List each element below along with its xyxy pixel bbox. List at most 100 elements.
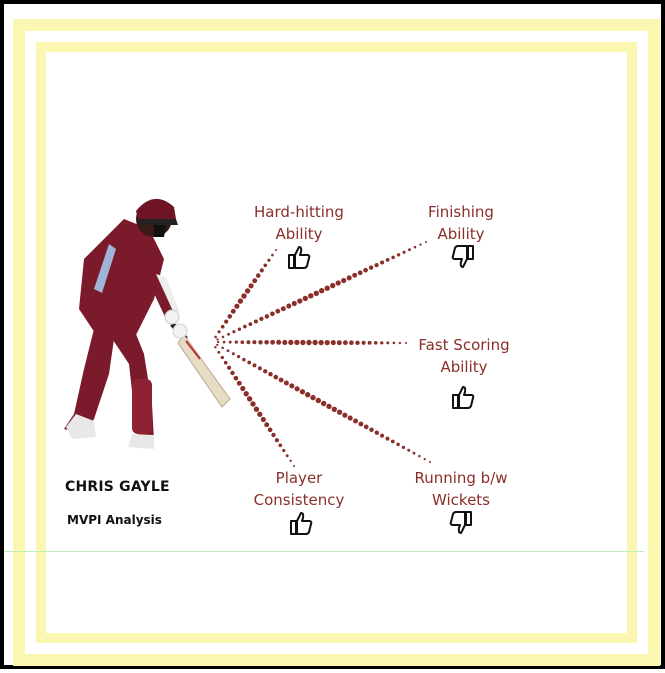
ray-dot xyxy=(244,288,251,294)
ray-dot xyxy=(330,282,336,289)
ray-dot xyxy=(392,341,396,345)
ray-dot xyxy=(217,330,221,334)
ray-dot xyxy=(386,341,390,345)
ray-dot xyxy=(234,340,238,344)
ray-dot xyxy=(331,406,337,412)
ray-dot xyxy=(419,243,422,246)
metric-label-line1: Fast Scoring xyxy=(418,336,510,354)
ray-dot xyxy=(425,241,427,243)
ray-dot xyxy=(258,340,263,345)
ray-dot xyxy=(271,432,276,438)
ray-dot xyxy=(326,403,332,410)
divider-line xyxy=(4,551,644,552)
ray-dot xyxy=(221,346,224,350)
ray-dot xyxy=(259,268,264,273)
metric-fast-scoring: Fast Scoring Ability xyxy=(404,334,524,378)
thumbs-up-icon xyxy=(452,386,475,409)
ray-dot xyxy=(283,380,289,386)
ray-dot xyxy=(380,341,384,345)
ray-dot xyxy=(294,386,300,392)
ray-dot xyxy=(243,324,247,329)
ray-dot xyxy=(264,339,269,345)
ray-dot xyxy=(306,339,312,346)
ray-dot xyxy=(241,293,247,299)
ray-dot xyxy=(246,340,251,345)
ray-dot xyxy=(274,438,279,443)
ray-dot xyxy=(214,335,217,339)
ray-dot xyxy=(267,427,273,433)
ray-dot xyxy=(253,319,258,324)
ray-dot xyxy=(275,308,281,314)
ray-dot xyxy=(271,253,274,257)
ray-dot xyxy=(324,339,330,346)
metric-label-line2: Ability xyxy=(440,358,488,376)
ray-dot xyxy=(330,340,336,346)
ray-dot xyxy=(368,265,374,270)
thumbs-up-icon xyxy=(288,246,311,269)
ray-dot xyxy=(300,339,306,346)
metric-label-line1: Finishing xyxy=(428,203,494,221)
ray-dot xyxy=(369,427,374,433)
ray-dot xyxy=(396,442,400,447)
ray-dot xyxy=(396,253,401,257)
ray-dot xyxy=(305,392,311,398)
ray-dot xyxy=(408,248,411,252)
ray-dot xyxy=(255,273,261,278)
metric-finishing: Finishing Ability xyxy=(398,201,524,245)
metric-label-line1: Hard-hitting xyxy=(254,203,344,221)
ray-dot xyxy=(250,401,256,407)
ray-dot xyxy=(276,339,282,345)
ray-dot xyxy=(242,357,246,362)
ray-dot xyxy=(237,298,244,304)
ray-dot xyxy=(264,314,270,319)
ray-dot xyxy=(294,339,300,346)
ray-dot xyxy=(391,255,395,260)
ray-dot xyxy=(289,383,295,389)
ray-dot xyxy=(267,258,271,262)
ray-dot xyxy=(429,461,431,463)
content-area xyxy=(46,52,627,633)
ray-dot xyxy=(223,360,228,365)
ray-dot xyxy=(413,245,417,249)
ray-dot xyxy=(278,377,284,383)
ray-dot xyxy=(342,412,348,418)
inner-yellow-border xyxy=(36,42,637,643)
ray-dot xyxy=(227,332,230,336)
metric-label-line2: Ability xyxy=(437,225,485,243)
ray-dot xyxy=(423,457,426,461)
ray-dot xyxy=(263,369,268,374)
ray-dot xyxy=(315,397,321,404)
ray-dot xyxy=(222,340,226,344)
ray-dot xyxy=(252,363,257,368)
metric-label-line1: Player xyxy=(275,469,323,487)
ray-dot xyxy=(227,365,232,370)
ray-dot xyxy=(374,430,379,435)
ray-dot xyxy=(336,409,343,415)
ray-dot xyxy=(402,250,406,254)
ray-dot xyxy=(346,275,352,281)
ray-dot xyxy=(357,270,363,276)
thumbs-up-icon xyxy=(290,512,313,535)
metric-hard-hitting: Hard-hitting Ability xyxy=(236,201,362,245)
ray-dot xyxy=(341,277,347,284)
ray-dot xyxy=(248,322,253,327)
ray-dot xyxy=(263,263,268,268)
ray-dot xyxy=(253,406,260,412)
ray-dot xyxy=(278,443,283,448)
ray-dot xyxy=(280,306,286,312)
ray-dot xyxy=(270,311,275,317)
ray-dot xyxy=(220,324,225,329)
player-name: CHRIS GAYLE xyxy=(65,479,170,495)
analysis-subtitle: MVPI Analysis xyxy=(67,513,162,527)
ray-dot xyxy=(352,272,358,278)
ray-dot xyxy=(380,433,385,438)
ray-dot xyxy=(282,339,288,345)
ray-dot xyxy=(240,340,245,345)
ray-dot xyxy=(291,300,297,307)
ray-dot xyxy=(380,260,385,265)
ray-dot xyxy=(216,340,220,344)
ray-dot xyxy=(260,416,266,423)
ray-dot xyxy=(401,445,406,450)
ray-dot xyxy=(275,249,277,251)
